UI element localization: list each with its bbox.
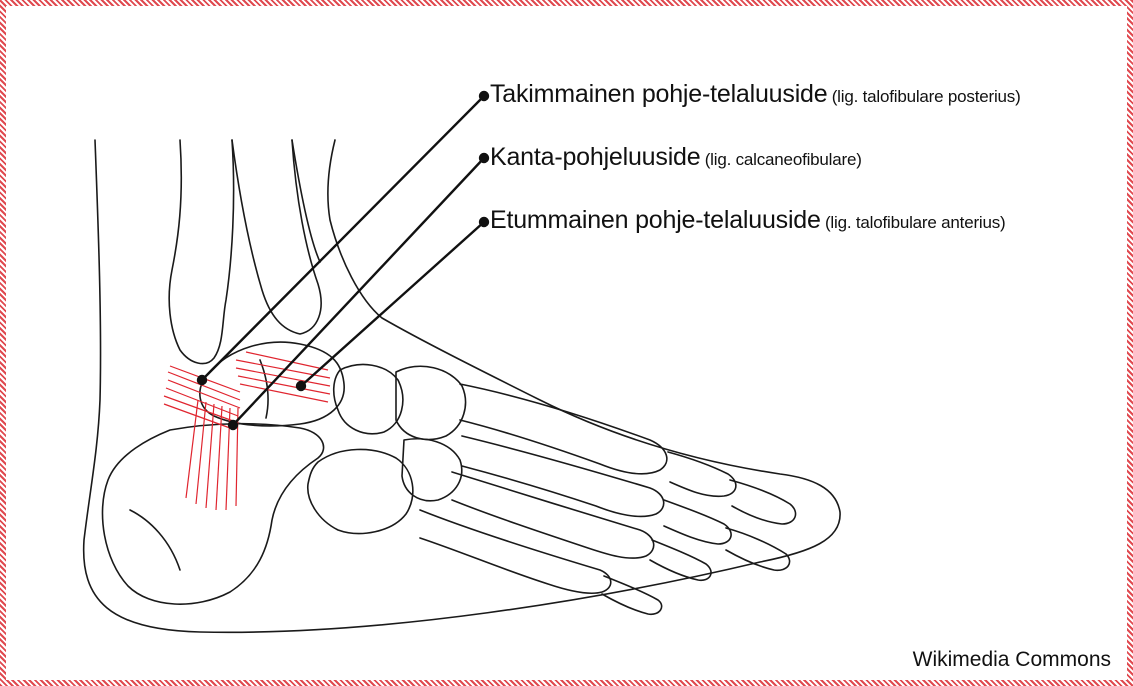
cuboid — [308, 449, 413, 533]
label-anterior-talofibular: Etummainen pohje-telaluuside (lig. talof… — [490, 206, 1006, 235]
metatarsal-1 — [460, 384, 667, 474]
leader-line-posterior — [202, 96, 484, 380]
label-latin: (lig. calcaneofibulare) — [705, 150, 862, 169]
navicular — [334, 365, 403, 434]
cuneiform — [396, 366, 465, 439]
label-latin: (lig. talofibulare posterius) — [832, 87, 1021, 106]
leader-line-calcaneo — [233, 158, 484, 425]
label-main: Kanta-pohjeluuside — [490, 143, 700, 171]
leader-line-anterior — [301, 222, 484, 386]
fibula — [169, 140, 233, 364]
label-posterior-talofibular: Takimmainen pohje-telaluuside (lig. talo… — [490, 80, 1021, 109]
label-calcaneofibular: Kanta-pohjeluuside (lig. calcaneofibular… — [490, 143, 862, 172]
source-credit: Wikimedia Commons — [913, 648, 1111, 672]
label-main: Etummainen pohje-telaluuside — [490, 206, 821, 234]
label-latin: (lig. talofibulare anterius) — [825, 213, 1006, 232]
label-main: Takimmainen pohje-telaluuside — [490, 80, 827, 108]
ligament-calcaneofibular — [186, 400, 238, 510]
ligament-anterior-talofibular — [236, 352, 330, 402]
